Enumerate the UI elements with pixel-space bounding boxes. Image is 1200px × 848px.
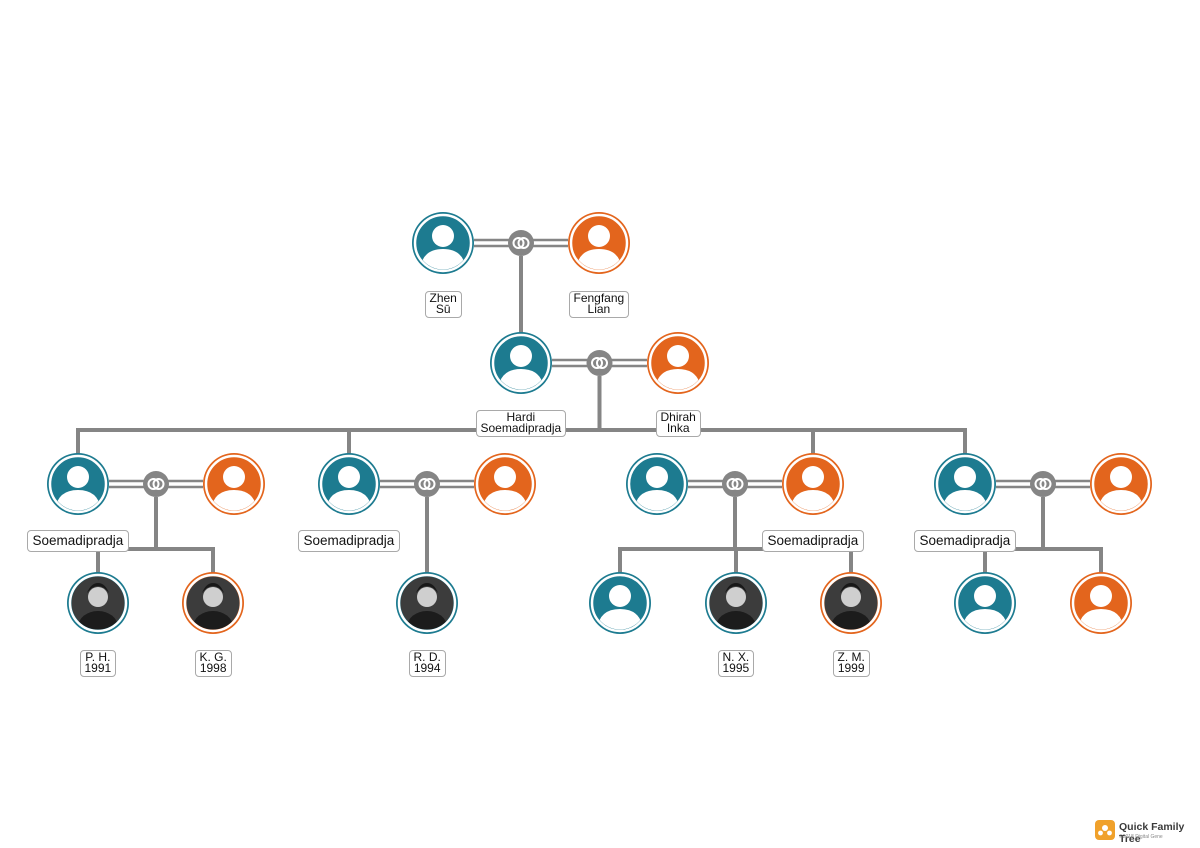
person-photo-node[interactable] bbox=[67, 572, 129, 643]
portrait-icon bbox=[841, 587, 861, 607]
name-line: Z. M. bbox=[837, 650, 865, 664]
marriage-rings-icon bbox=[143, 471, 169, 497]
marriage-rings-icon bbox=[586, 350, 613, 376]
person-silhouette-icon bbox=[510, 345, 532, 367]
person-silhouette-icon bbox=[494, 466, 516, 488]
female-person-node[interactable] bbox=[474, 453, 536, 515]
person-silhouette-icon bbox=[974, 585, 996, 607]
person-name-label: Soemadipradja bbox=[297, 530, 401, 552]
person-name-label: P. H.1991 bbox=[79, 650, 117, 677]
portrait-icon bbox=[88, 587, 108, 607]
female-person-node[interactable] bbox=[782, 453, 844, 515]
person-photo-node[interactable] bbox=[820, 572, 882, 643]
person-silhouette-icon bbox=[588, 225, 610, 247]
person-photo-node[interactable] bbox=[396, 572, 458, 643]
name-line: P. H. bbox=[85, 650, 111, 664]
person-name-label: K. G.1998 bbox=[194, 650, 232, 677]
person-silhouette-icon bbox=[223, 466, 245, 488]
name-line: Soemadipradja bbox=[919, 533, 1011, 548]
female-person-node[interactable] bbox=[647, 332, 709, 394]
name-line: Dhirah bbox=[660, 410, 696, 424]
person-silhouette-icon bbox=[432, 225, 454, 247]
marriage-rings-icon bbox=[414, 471, 440, 497]
detail-line: 1999 bbox=[837, 661, 865, 675]
male-person-node[interactable] bbox=[934, 453, 996, 515]
detail-line: 1991 bbox=[84, 661, 112, 675]
person-silhouette-icon bbox=[609, 585, 631, 607]
person-name-label: Soemadipradja bbox=[26, 530, 130, 552]
male-person-node[interactable] bbox=[412, 212, 474, 274]
name-line: Soemadipradja bbox=[32, 533, 124, 548]
detail-line: Inka bbox=[666, 421, 690, 435]
detail-line: 1995 bbox=[722, 661, 750, 675]
marriage-rings-icon bbox=[722, 471, 748, 497]
person-name-label: Soemadipradja bbox=[761, 530, 865, 552]
detail-line: Sū bbox=[435, 302, 451, 316]
app-name: Quick Family Tree bbox=[1119, 821, 1185, 845]
name-line: Soemadipradja bbox=[303, 533, 395, 548]
name-line: N. X. bbox=[722, 650, 750, 664]
male-person-node[interactable] bbox=[47, 453, 109, 515]
name-line: Fengfang bbox=[573, 291, 625, 305]
detail-line: Lian bbox=[587, 302, 611, 316]
detail-line: 1998 bbox=[199, 661, 227, 675]
family-tree-logo-icon bbox=[1095, 820, 1115, 840]
detail-line: Soemadipradja bbox=[480, 421, 562, 435]
person-photo-node[interactable] bbox=[182, 572, 244, 643]
portrait-icon bbox=[203, 587, 223, 607]
female-person-node[interactable] bbox=[1070, 572, 1132, 634]
name-line: Zhen bbox=[429, 291, 457, 305]
person-silhouette-icon bbox=[1110, 466, 1132, 488]
portrait-icon bbox=[726, 587, 746, 607]
female-person-node[interactable] bbox=[203, 453, 265, 515]
portrait-icon bbox=[417, 587, 437, 607]
person-silhouette-icon bbox=[954, 466, 976, 488]
female-person-node[interactable] bbox=[568, 212, 630, 274]
marriage-rings-icon bbox=[1030, 471, 1056, 497]
person-silhouette-icon bbox=[667, 345, 689, 367]
person-name-label: N. X.1995 bbox=[717, 650, 755, 677]
person-silhouette-icon bbox=[67, 466, 89, 488]
name-line: R. D. bbox=[413, 650, 441, 664]
name-line: Soemadipradja bbox=[767, 533, 859, 548]
copyright-text: ©2018 Digital Gene bbox=[1119, 834, 1163, 840]
person-nodes bbox=[47, 212, 1152, 643]
person-silhouette-icon bbox=[646, 466, 668, 488]
male-person-node[interactable] bbox=[954, 572, 1016, 634]
detail-line: 1994 bbox=[413, 661, 441, 675]
person-name-label: Soemadipradja bbox=[913, 530, 1017, 552]
person-photo-node[interactable] bbox=[705, 572, 767, 643]
person-silhouette-icon bbox=[802, 466, 824, 488]
marriage-rings-icon bbox=[508, 230, 534, 256]
app-logo: Quick Family Tree ©2018 Digital Gene bbox=[1095, 820, 1197, 845]
male-person-node[interactable] bbox=[589, 572, 651, 634]
person-name-label: Z. M.1999 bbox=[832, 650, 870, 677]
person-name-label: R. D.1994 bbox=[408, 650, 446, 677]
name-line: K. G. bbox=[199, 650, 227, 664]
person-silhouette-icon bbox=[338, 466, 360, 488]
male-person-node[interactable] bbox=[490, 332, 552, 394]
name-line: Hardi bbox=[506, 410, 536, 424]
couple-links bbox=[109, 230, 1090, 497]
male-person-node[interactable] bbox=[626, 453, 688, 515]
female-person-node[interactable] bbox=[1090, 453, 1152, 515]
male-person-node[interactable] bbox=[318, 453, 380, 515]
person-silhouette-icon bbox=[1090, 585, 1112, 607]
